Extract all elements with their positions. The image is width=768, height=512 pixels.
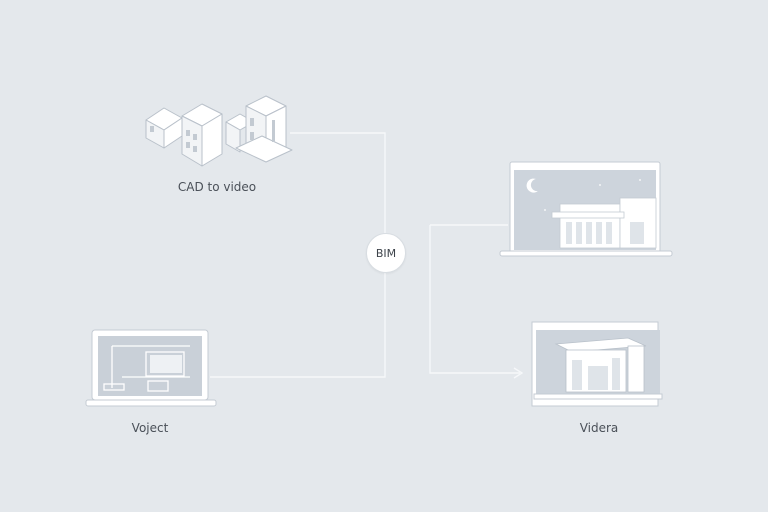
project-label: Voject [131,421,169,435]
cad-label: CAD to video [177,180,257,194]
moon-icon [526,178,538,193]
bim-hub-label: BIM [375,246,397,260]
connector-project-hub [210,271,386,378]
connector-cad-hub [290,132,386,233]
video-label: Videra [579,421,619,435]
arrow-head-video [513,367,524,379]
connector-to-video [429,225,520,374]
bim-hub-node: BIM [366,233,406,273]
